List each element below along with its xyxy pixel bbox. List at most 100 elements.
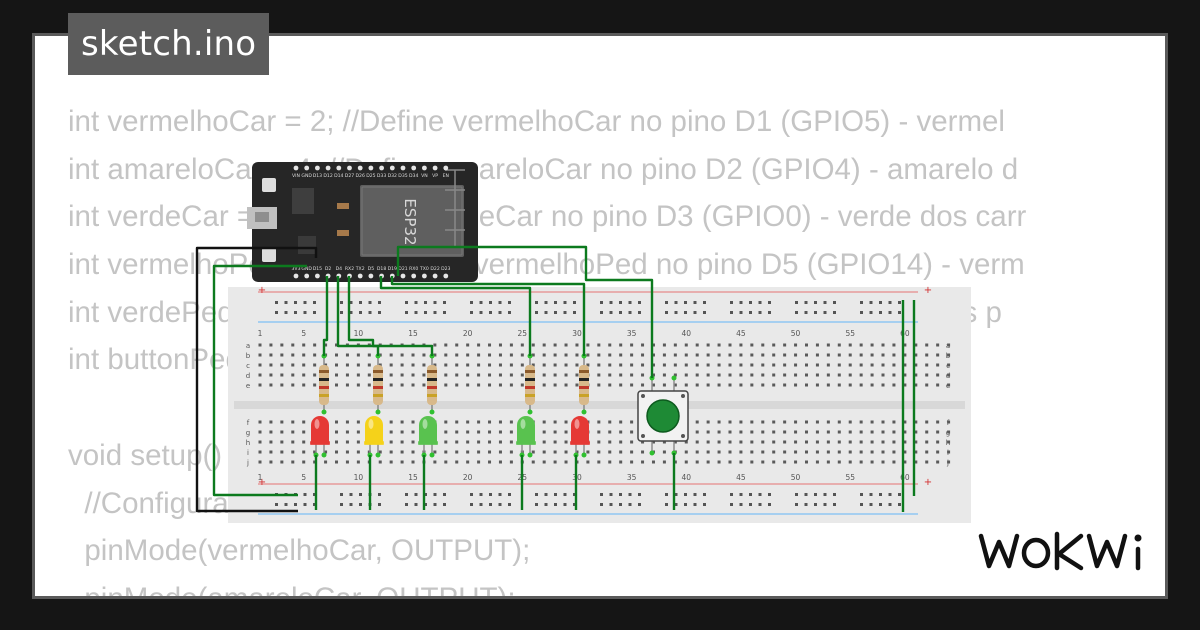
breadboard-hole — [586, 353, 590, 357]
column-label: 50 — [791, 473, 801, 482]
breadboard-hole — [313, 383, 317, 387]
breadboard-hole — [608, 363, 612, 367]
breadboard-hole — [761, 353, 765, 357]
breadboard-hole — [761, 373, 765, 377]
breadboard-hole — [717, 450, 721, 454]
breadboard-hole — [302, 460, 306, 464]
rail-hole — [405, 301, 408, 304]
breadboard-hole — [783, 363, 787, 367]
breadboard-hole — [651, 373, 655, 377]
breadboard-hole — [761, 460, 765, 464]
code-line[interactable]: pinMode(amareloCar, OUTPUT); — [68, 575, 1026, 596]
connection-point — [581, 409, 587, 415]
breadboard-hole — [389, 460, 393, 464]
rail-hole — [498, 311, 502, 314]
led — [419, 416, 437, 444]
file-tab[interactable]: sketch.ino — [68, 13, 270, 75]
breadboard-hole — [772, 430, 776, 434]
breadboard-hole — [466, 450, 470, 454]
breadboard-hole — [520, 353, 524, 357]
breadboard-hole — [575, 373, 579, 377]
breadboard-hole — [498, 430, 502, 434]
breadboard-hole — [389, 363, 393, 367]
breadboard-hole — [826, 440, 830, 444]
breadboard-hole — [335, 430, 339, 434]
row-label: h — [246, 439, 250, 447]
breadboard-hole — [608, 343, 612, 347]
column-label: 40 — [681, 473, 691, 482]
breadboard-hole — [269, 430, 273, 434]
rail-hole — [869, 311, 873, 314]
breadboard-hole — [684, 450, 688, 454]
breadboard-hole — [433, 450, 437, 454]
rail-hole — [470, 493, 473, 496]
breadboard-hole — [815, 353, 819, 357]
resistor-band — [525, 378, 535, 381]
breadboard-hole — [302, 450, 306, 454]
rail-hole — [665, 301, 668, 304]
rail-hole — [284, 503, 288, 506]
breadboard-hole — [411, 420, 415, 424]
breadboard-hole — [783, 343, 787, 347]
breadboard-hole — [433, 353, 437, 357]
breadboard-hole — [553, 363, 557, 367]
esp32-pin — [368, 165, 374, 171]
rail-hole — [508, 301, 511, 304]
rail-hole — [284, 301, 288, 304]
breadboard-hole — [455, 383, 459, 387]
breadboard-hole — [345, 363, 349, 367]
rail-hole — [405, 311, 408, 314]
breadboard-hole — [291, 430, 295, 434]
rail-hole — [628, 503, 632, 506]
components — [310, 353, 689, 458]
breadboard-hole — [509, 440, 513, 444]
rail-hole — [470, 301, 473, 304]
breadboard-hole — [947, 373, 951, 377]
code-line[interactable]: pinMode(vermelhoCar, OUTPUT); — [68, 534, 531, 568]
led-highlight — [368, 419, 374, 429]
rail-hole — [758, 503, 762, 506]
rail-hole — [443, 301, 446, 304]
breadboard-hole — [761, 343, 765, 347]
resistor-band — [525, 370, 535, 373]
breadboard-hole — [542, 353, 546, 357]
breadboard-hole — [641, 373, 645, 377]
column-label: 15 — [408, 329, 418, 338]
pushbutton-screw — [681, 394, 685, 398]
breadboard-hole — [422, 373, 426, 377]
breadboard-hole — [597, 383, 601, 387]
resistor-band — [579, 394, 589, 397]
breadboard-hole — [466, 460, 470, 464]
code-line[interactable]: int vermelhoCar = 2; //Define vermelhoCa… — [68, 105, 1005, 138]
wire-vcc — [212, 264, 307, 497]
esp32-pin-label: D35 — [398, 173, 407, 179]
wire-signal — [322, 276, 329, 356]
rail-hole — [479, 503, 483, 506]
breadboard-hole — [936, 383, 940, 387]
breadboard-hole — [269, 450, 273, 454]
breadboard-hole — [498, 460, 502, 464]
breadboard-hole — [477, 450, 481, 454]
breadboard-hole — [870, 363, 874, 367]
rail-hole — [768, 301, 771, 304]
rail-hole — [730, 301, 733, 304]
breadboard-hole — [826, 420, 830, 424]
rail-hole — [498, 301, 502, 304]
code-line[interactable]: int verdeCar = 16; //Define verdeCar no … — [68, 200, 1027, 234]
breadboard-hole — [444, 353, 448, 357]
rail-hole — [869, 503, 873, 506]
breadboard-hole — [400, 383, 404, 387]
breadboard-hole — [815, 420, 819, 424]
rail-hole — [544, 493, 548, 496]
rail-hole — [795, 493, 798, 496]
breadboard-hole — [280, 363, 284, 367]
resistor-band — [427, 386, 437, 389]
rail-hole — [703, 503, 706, 506]
rail-hole — [795, 301, 798, 304]
breadboard-hole — [695, 343, 699, 347]
rail-hole — [609, 311, 613, 314]
breadboard-hole — [280, 430, 284, 434]
breadboard-hole — [848, 460, 852, 464]
breadboard-hole — [739, 460, 743, 464]
